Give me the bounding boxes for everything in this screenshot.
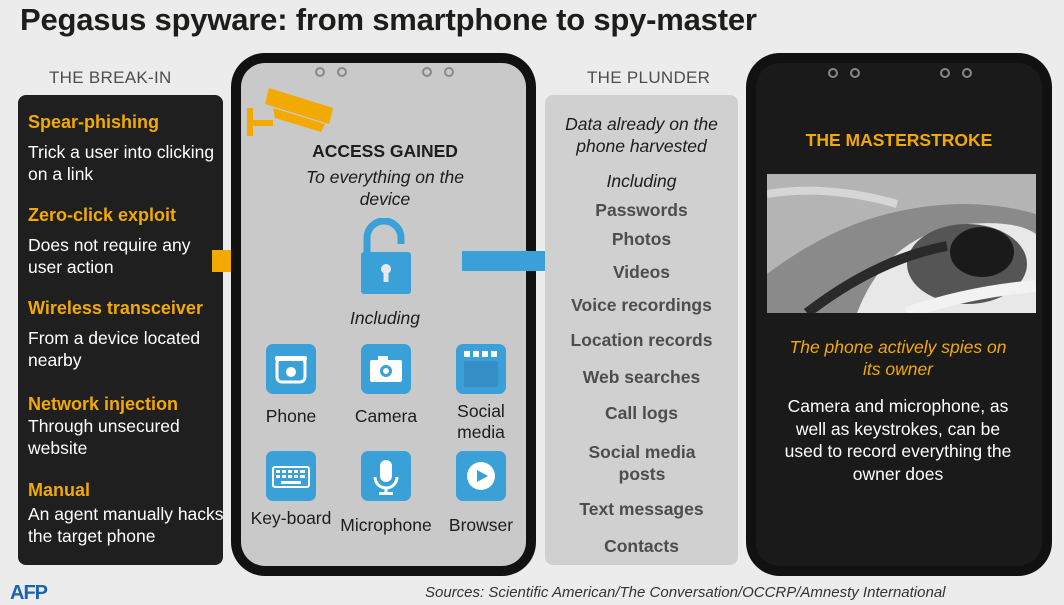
- breakin-item-title: Network injection: [28, 394, 179, 414]
- access-heading: ACCESS GAINED: [312, 141, 458, 161]
- phone-masterstroke: [746, 53, 1052, 576]
- breakin-item-title: Wireless transceiver: [28, 298, 203, 318]
- app-label: Microphone: [340, 515, 432, 535]
- breakin-item: Zero-click exploit Does not require any …: [28, 204, 228, 278]
- breakin-item-desc: Does not require any user action: [28, 235, 191, 277]
- phone-access: [231, 53, 536, 576]
- camera-dot-icon: [422, 67, 432, 77]
- heading-breakin: THE BREAK-IN: [49, 68, 172, 87]
- breakin-item-title: Spear-phishing: [28, 112, 160, 132]
- app-label: Social media: [457, 401, 505, 442]
- list-item: Location records: [570, 330, 713, 350]
- unlock-icon: [361, 218, 411, 294]
- breakin-item-title: Manual: [28, 480, 91, 500]
- list-item: Videos: [612, 262, 671, 282]
- camera-dot-icon: [940, 68, 950, 78]
- list-item: Voice recordings: [571, 295, 712, 315]
- app-label: Camera: [354, 406, 418, 426]
- access-including: Including: [349, 308, 421, 328]
- camera-dot-icon: [850, 68, 860, 78]
- surveillance-camera-icon: [247, 88, 333, 136]
- plunder-panel: Data already on the phone harvested Incl…: [545, 95, 738, 565]
- camera-icon: [361, 344, 411, 394]
- phone-screen: [756, 63, 1042, 566]
- sources-text: Sources: Scientific American/The Convers…: [425, 584, 946, 601]
- app-label: Phone: [265, 406, 317, 426]
- breakin-item-title: Zero-click exploit: [28, 205, 177, 225]
- breakin-item: Manual An agent manually hacks the targe…: [28, 479, 228, 547]
- social-media-icon: [456, 344, 506, 394]
- plunder-including: Including: [606, 171, 677, 191]
- breakin-item-desc: Through unsecured website: [28, 416, 180, 458]
- masterstroke-subtitle: The phone actively spies on its owner: [789, 337, 1007, 379]
- camera-dot-icon: [337, 67, 347, 77]
- access-subtitle: To everything on the device: [306, 167, 464, 209]
- plunder-intro: Data already on the phone harvested: [565, 114, 718, 156]
- breakin-item: Spear-phishing Trick a user into clickin…: [28, 111, 228, 185]
- list-item: Social media posts: [588, 442, 696, 484]
- app-label: Key-board: [250, 508, 332, 528]
- afp-logo: AFP: [10, 582, 48, 604]
- camera-dot-icon: [444, 67, 454, 77]
- breakin-item-desc: From a device located nearby: [28, 328, 201, 370]
- camera-dot-icon: [315, 67, 325, 77]
- browser-icon: [456, 451, 506, 501]
- page-title: Pegasus spyware: from smartphone to spy-…: [20, 2, 757, 37]
- list-item: Text messages: [579, 499, 704, 519]
- camera-dot-icon: [962, 68, 972, 78]
- phone-icon: [266, 344, 316, 394]
- breakin-item: Network injection Through unsecured webs…: [28, 393, 228, 459]
- list-item: Call logs: [605, 403, 678, 423]
- list-item: Contacts: [604, 536, 679, 556]
- breakin-panel: Spear-phishing Trick a user into clickin…: [18, 95, 224, 565]
- keyboard-icon: [266, 451, 316, 501]
- list-item: Photos: [611, 229, 672, 249]
- breakin-item: Wireless transceiver From a device locat…: [28, 297, 228, 371]
- eye-image: [767, 174, 1036, 313]
- breakin-item-desc: An agent manually hacks the target phone: [28, 504, 224, 546]
- microphone-icon: [361, 451, 411, 501]
- masterstroke-heading: THE MASTERSTROKE: [805, 130, 993, 150]
- camera-dot-icon: [828, 68, 838, 78]
- list-item: Web searches: [582, 367, 701, 387]
- breakin-item-desc: Trick a user into clicking on a link: [28, 142, 215, 184]
- list-item: Passwords: [595, 200, 688, 220]
- app-label: Browser: [448, 515, 514, 535]
- heading-plunder: THE PLUNDER: [587, 68, 711, 87]
- masterstroke-body: Camera and microphone, as well as keystr…: [784, 396, 1012, 484]
